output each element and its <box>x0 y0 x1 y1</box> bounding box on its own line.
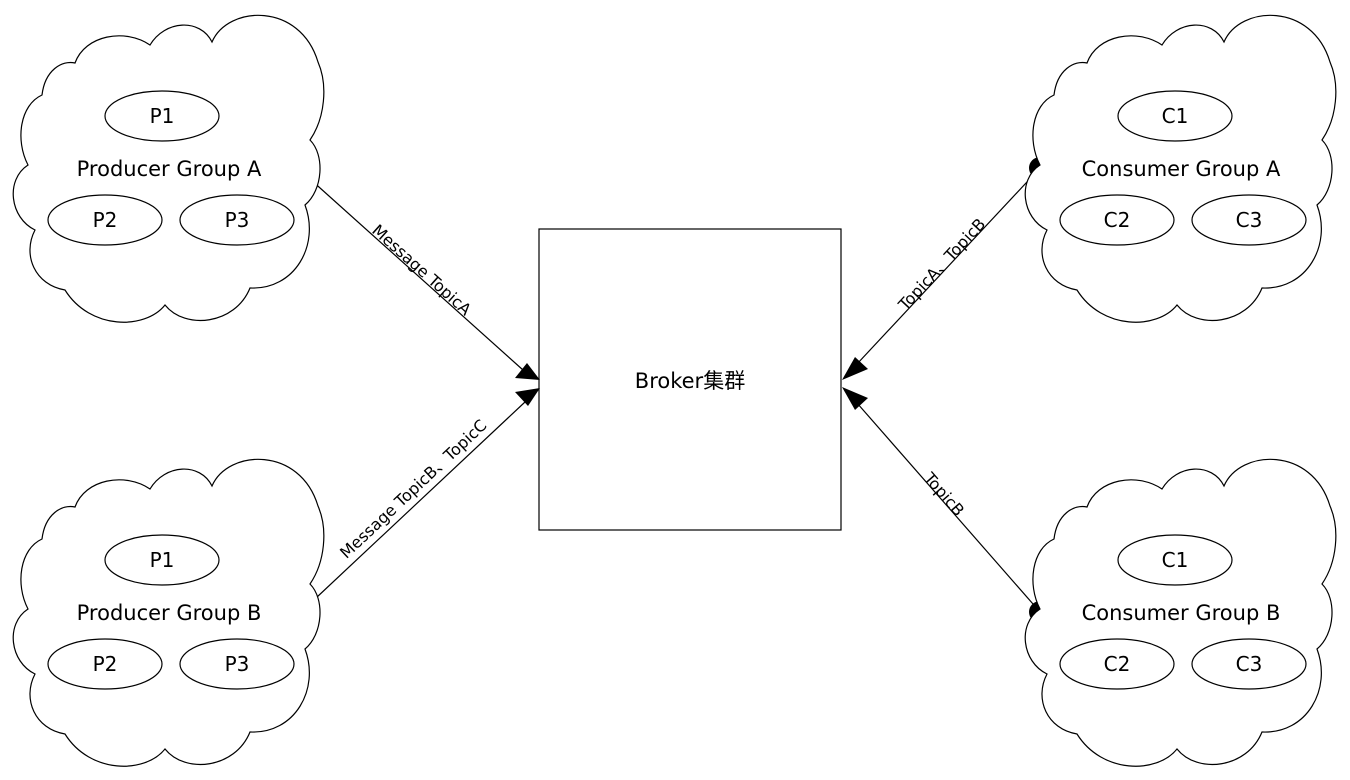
member-label: P3 <box>225 208 250 232</box>
edge-consumer-a: TopicA、TopicB <box>842 157 1051 380</box>
member-node <box>104 534 220 586</box>
member-node <box>1191 194 1307 246</box>
group-label: Consumer Group A <box>1082 157 1281 181</box>
arrowhead-icon <box>842 357 868 380</box>
member-node <box>179 194 295 246</box>
edge-label-consumer-b: TopicB <box>919 468 968 520</box>
group-consumer-b: C1 Consumer Group B C2 C3 <box>1024 458 1337 767</box>
arrowhead-icon <box>515 363 540 380</box>
edge-producer-b: Message TopicB、TopicC <box>289 388 540 624</box>
group-producer-a: P1 Producer Group A P2 P3 <box>12 14 325 323</box>
group-label: Producer Group B <box>77 601 262 625</box>
member-node <box>47 194 163 246</box>
member-label: C1 <box>1162 548 1189 572</box>
member-label: P3 <box>225 652 250 676</box>
member-node <box>47 638 163 690</box>
member-node <box>1117 534 1233 586</box>
member-label: C3 <box>1236 652 1263 676</box>
broker-box <box>538 228 842 531</box>
member-label: P1 <box>150 104 175 128</box>
member-label: C2 <box>1104 208 1131 232</box>
group-producer-b: P1 Producer Group B P2 P3 <box>12 458 325 767</box>
group-label: Producer Group A <box>77 157 262 181</box>
edge-label-producer-b: Message TopicB、TopicC <box>336 416 490 563</box>
edge-consumer-b: TopicB <box>842 387 1051 623</box>
member-node <box>1191 638 1307 690</box>
member-node <box>1059 638 1175 690</box>
member-node <box>1117 90 1233 142</box>
member-label: P2 <box>93 208 118 232</box>
member-label: C1 <box>1162 104 1189 128</box>
member-label: C3 <box>1236 208 1263 232</box>
arrowhead-icon <box>515 388 540 406</box>
member-label: P2 <box>93 652 118 676</box>
arrowhead-icon <box>842 387 868 410</box>
member-node <box>179 638 295 690</box>
broker-node: Broker集群 <box>538 228 842 531</box>
member-node <box>1059 194 1175 246</box>
group-label: Consumer Group B <box>1082 601 1281 625</box>
edge-label-producer-a: Message TopicA <box>368 221 475 320</box>
member-node <box>104 90 220 142</box>
member-label: C2 <box>1104 652 1131 676</box>
edge-label-consumer-a: TopicA、TopicB <box>894 214 989 314</box>
group-consumer-a: C1 Consumer Group A C2 C3 <box>1024 14 1337 323</box>
member-label: P1 <box>150 548 175 572</box>
broker-label: Broker集群 <box>635 369 745 393</box>
edge-producer-a: Message TopicA <box>289 159 540 380</box>
